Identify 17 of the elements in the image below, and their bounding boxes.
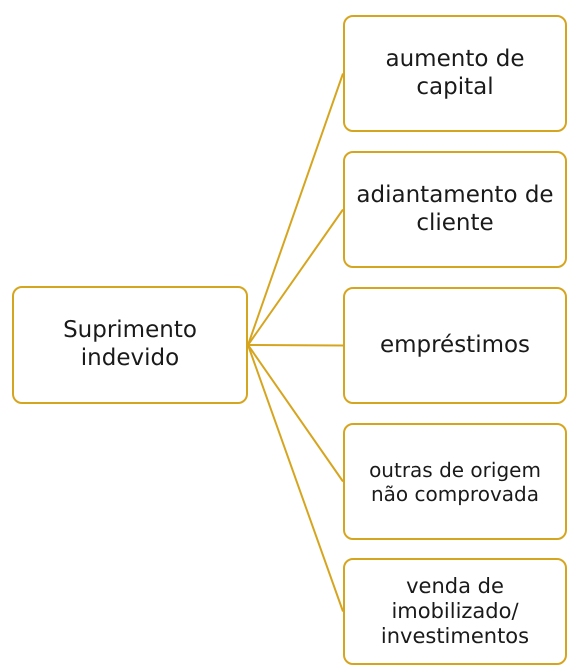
connector-line <box>247 73 344 346</box>
connector-line <box>247 344 344 482</box>
process-box <box>343 15 567 132</box>
connector-line <box>247 208 344 346</box>
box-label: empréstimos <box>380 332 530 360</box>
connector-line <box>248 344 343 346</box>
process-box <box>343 287 567 404</box>
process-box <box>12 286 248 404</box>
box-label: adiantamento de cliente <box>355 182 555 238</box>
box-label: outras de origem não comprovada <box>368 458 542 506</box>
connector-line <box>247 344 344 612</box>
process-box <box>343 151 567 268</box>
box-label: Suprimento indevido <box>62 317 198 373</box>
process-box <box>343 558 567 665</box>
box-label: venda de imobilizado/ investimentos <box>380 574 530 650</box>
box-label: aumento de capital <box>384 46 526 102</box>
process-box <box>343 423 567 540</box>
